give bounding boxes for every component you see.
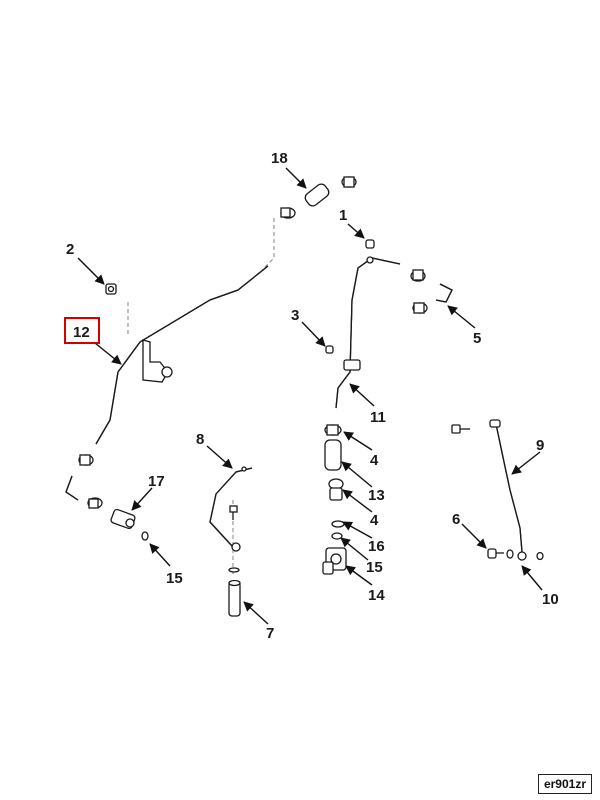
callout-16: 16	[368, 538, 385, 555]
leader-lines	[77, 167, 543, 625]
hose-clamp-right	[410, 269, 428, 314]
callout-4-upper: 4	[370, 452, 379, 469]
callout-8: 8	[196, 431, 204, 448]
callout-15-center: 15	[366, 559, 383, 576]
spacer-7	[228, 579, 241, 617]
fitting-17	[110, 508, 136, 530]
callout-6: 6	[452, 511, 460, 528]
hose-clamp-left	[78, 454, 94, 466]
tube-9	[489, 419, 527, 561]
o-ring-15-center	[331, 532, 343, 540]
callout-18: 18	[271, 150, 288, 167]
coolant-tube-12	[95, 265, 269, 445]
callout-14: 14	[368, 587, 385, 604]
elbow-hose-5	[435, 283, 453, 303]
hose-clamp-4-upper	[324, 424, 342, 436]
callout-12: 12	[73, 324, 90, 341]
hose-clamp-left-2	[87, 497, 103, 509]
elbow-fitting-14	[322, 547, 347, 575]
elbow-hose-left	[65, 475, 79, 501]
callout-7: 7	[266, 625, 274, 642]
callout-4-lower: 4	[370, 512, 379, 529]
alignment-line	[261, 218, 275, 271]
callouts: 18 1 2 3 5 12 11 8 9 4 17 13 4 6 16 15 1…	[66, 150, 559, 642]
callout-13: 13	[368, 487, 385, 504]
callout-1: 1	[339, 207, 347, 224]
callout-17: 17	[148, 473, 165, 490]
callout-highlight-box	[64, 317, 100, 344]
tube-8	[209, 466, 253, 552]
bolt-right	[451, 424, 470, 434]
banjo-bolt-6	[487, 548, 504, 559]
callout-3: 3	[291, 307, 299, 324]
reference-code-label: er901zr	[537, 774, 592, 794]
callout-10: 10	[542, 591, 559, 608]
fitting-4-lower	[328, 478, 344, 501]
callout-9: 9	[536, 437, 544, 454]
o-ring-15-left	[141, 531, 149, 541]
hose-18	[280, 176, 357, 219]
seal-16	[331, 520, 345, 528]
coolant-tube-11	[335, 256, 401, 409]
nut-2	[105, 283, 117, 295]
callout-15-left: 15	[166, 570, 183, 587]
nut-3	[325, 345, 334, 354]
callout-11: 11	[370, 409, 386, 426]
bolt-small	[229, 505, 238, 520]
washer	[228, 567, 240, 573]
nut-1	[365, 239, 375, 249]
callout-2: 2	[66, 241, 74, 258]
washers-10	[506, 549, 544, 561]
hose-13	[324, 439, 342, 471]
callout-5: 5	[473, 330, 481, 347]
